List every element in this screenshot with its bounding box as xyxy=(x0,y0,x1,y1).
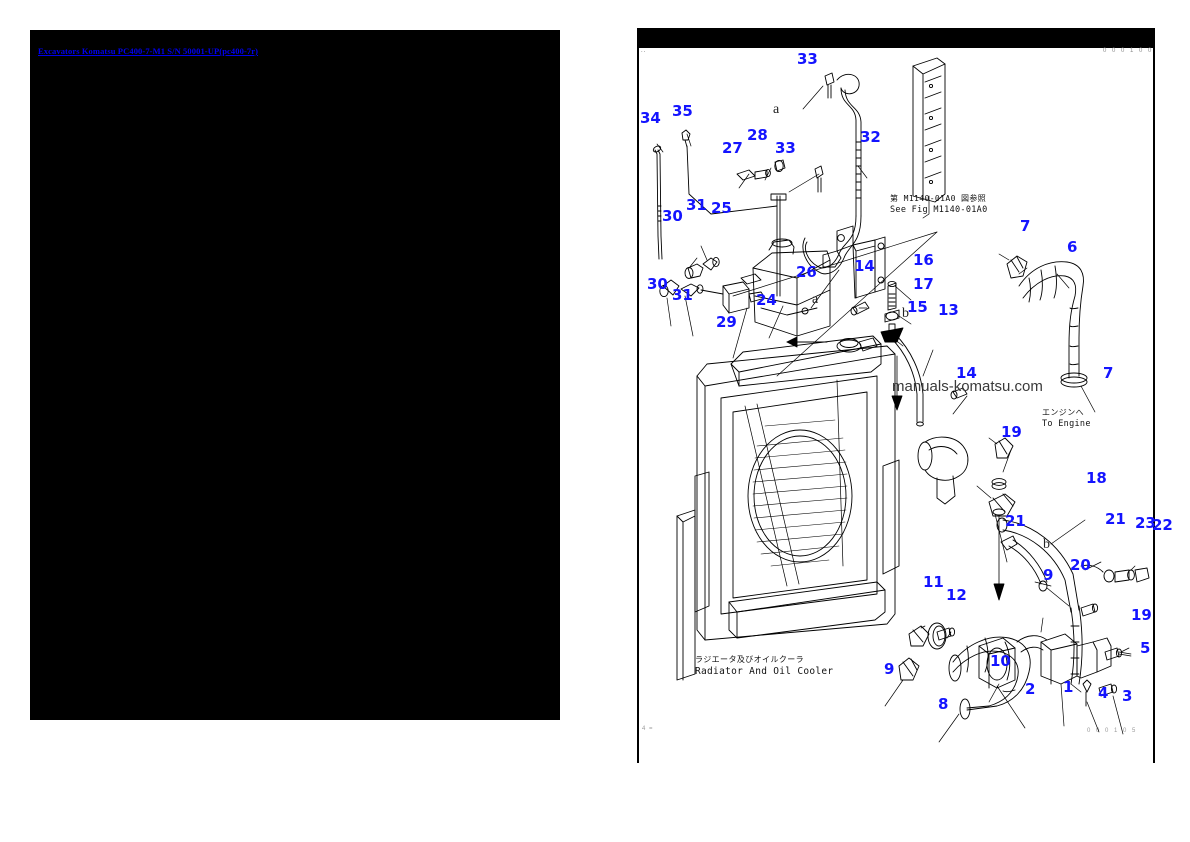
callout-number[interactable]: 14 xyxy=(956,364,977,382)
section-letter-label: a xyxy=(773,102,780,117)
callout-number[interactable]: 28 xyxy=(747,126,768,144)
thumbnail-preview-panel: Excavators Komatsu PC400-7-M1 S/N 50001-… xyxy=(30,30,560,720)
callout-number[interactable]: 12 xyxy=(946,586,967,604)
callout-number[interactable]: 4 xyxy=(1098,684,1109,702)
callout-number[interactable]: 3 xyxy=(1122,687,1133,705)
to-engine-note: エンジンへ To Engine xyxy=(1042,408,1091,429)
figure-caption: ラジエータ及びオイルクーラ Radiator And Oil Cooler xyxy=(695,654,833,678)
diagram-right-border xyxy=(1153,46,1155,763)
callout-number[interactable]: 25 xyxy=(711,199,732,217)
section-letter-label: b xyxy=(1043,537,1050,552)
callout-number[interactable]: 2 xyxy=(1025,680,1036,698)
callout-number[interactable]: 11 xyxy=(923,573,944,591)
callout-number[interactable]: 26 xyxy=(796,263,817,281)
diagram-footer-mark-right: 0 0 0 1 0 5 xyxy=(1087,728,1138,734)
site-watermark: manuals-komatsu.com xyxy=(892,378,1043,395)
diagram-corner-mark-left: .. xyxy=(641,48,647,54)
callout-number[interactable]: 9 xyxy=(884,660,895,678)
callout-number[interactable]: 31 xyxy=(686,196,707,214)
callout-number[interactable]: 13 xyxy=(938,301,959,319)
callout-number[interactable]: 30 xyxy=(647,275,668,293)
to-engine-note-jp: エンジンへ xyxy=(1042,408,1084,417)
diagram-left-border xyxy=(637,46,639,763)
callout-number[interactable]: 33 xyxy=(775,139,796,157)
see-fig-note-en: See Fig M1140-01A0 xyxy=(890,204,988,215)
callout-number[interactable]: 34 xyxy=(640,109,661,127)
callout-number[interactable]: 5 xyxy=(1140,639,1151,657)
callout-number[interactable]: 31 xyxy=(672,286,693,304)
callout-number[interactable]: 15 xyxy=(907,298,928,316)
callout-number[interactable]: 32 xyxy=(860,128,881,146)
callout-number[interactable]: 1 xyxy=(1063,678,1074,696)
callout-number[interactable]: 35 xyxy=(672,102,693,120)
callout-number[interactable]: 21 xyxy=(1105,510,1126,528)
parts-diagram-panel: .. 0 0 0 1 0 0 4 = 0 0 0 1 0 5 xyxy=(637,28,1155,763)
callout-number[interactable]: 19 xyxy=(1131,606,1152,624)
callout-number[interactable]: 16 xyxy=(913,251,934,269)
callout-number[interactable]: 21 xyxy=(1005,512,1026,530)
callout-number[interactable]: 9 xyxy=(1043,566,1054,584)
diagram-corner-mark-right: 0 0 0 1 0 0 xyxy=(1103,48,1154,54)
section-letter-label: a xyxy=(812,292,819,307)
figure-caption-jp: ラジエータ及びオイルクーラ xyxy=(695,655,805,664)
figure-caption-en: Radiator And Oil Cooler xyxy=(695,666,834,677)
callout-number[interactable]: 27 xyxy=(722,139,743,157)
parts-line-drawing xyxy=(652,57,1150,743)
section-letter-label: b xyxy=(902,306,909,321)
callout-number[interactable]: 22 xyxy=(1152,516,1173,534)
callout-number[interactable]: 20 xyxy=(1070,556,1091,574)
callout-number[interactable]: 17 xyxy=(913,275,934,293)
diagram-header-bar xyxy=(637,28,1155,48)
callout-number[interactable]: 29 xyxy=(716,313,737,331)
catalog-title-link[interactable]: Excavators Komatsu PC400-7-M1 S/N 50001-… xyxy=(38,46,259,56)
see-fig-note: 第 M1140-01A0 図参照 See Fig M1140-01A0 xyxy=(890,194,988,215)
callout-number[interactable]: 8 xyxy=(938,695,949,713)
callout-number[interactable]: 19 xyxy=(1001,423,1022,441)
callout-number[interactable]: 24 xyxy=(756,291,777,309)
callout-number[interactable]: 7 xyxy=(1103,364,1114,382)
callout-number[interactable]: 7 xyxy=(1020,217,1031,235)
callout-number[interactable]: 30 xyxy=(662,207,683,225)
to-engine-note-en: To Engine xyxy=(1042,418,1091,429)
callout-number[interactable]: 14 xyxy=(854,257,875,275)
callout-number[interactable]: 18 xyxy=(1086,469,1107,487)
callout-number[interactable]: 33 xyxy=(797,50,818,68)
callout-number[interactable]: 6 xyxy=(1067,238,1078,256)
callout-number[interactable]: 23 xyxy=(1135,514,1156,532)
diagram-footer-mark-left: 4 = xyxy=(642,726,654,732)
see-fig-note-jp: 第 M1140-01A0 図参照 xyxy=(890,194,987,203)
callout-number[interactable]: 10 xyxy=(990,652,1011,670)
